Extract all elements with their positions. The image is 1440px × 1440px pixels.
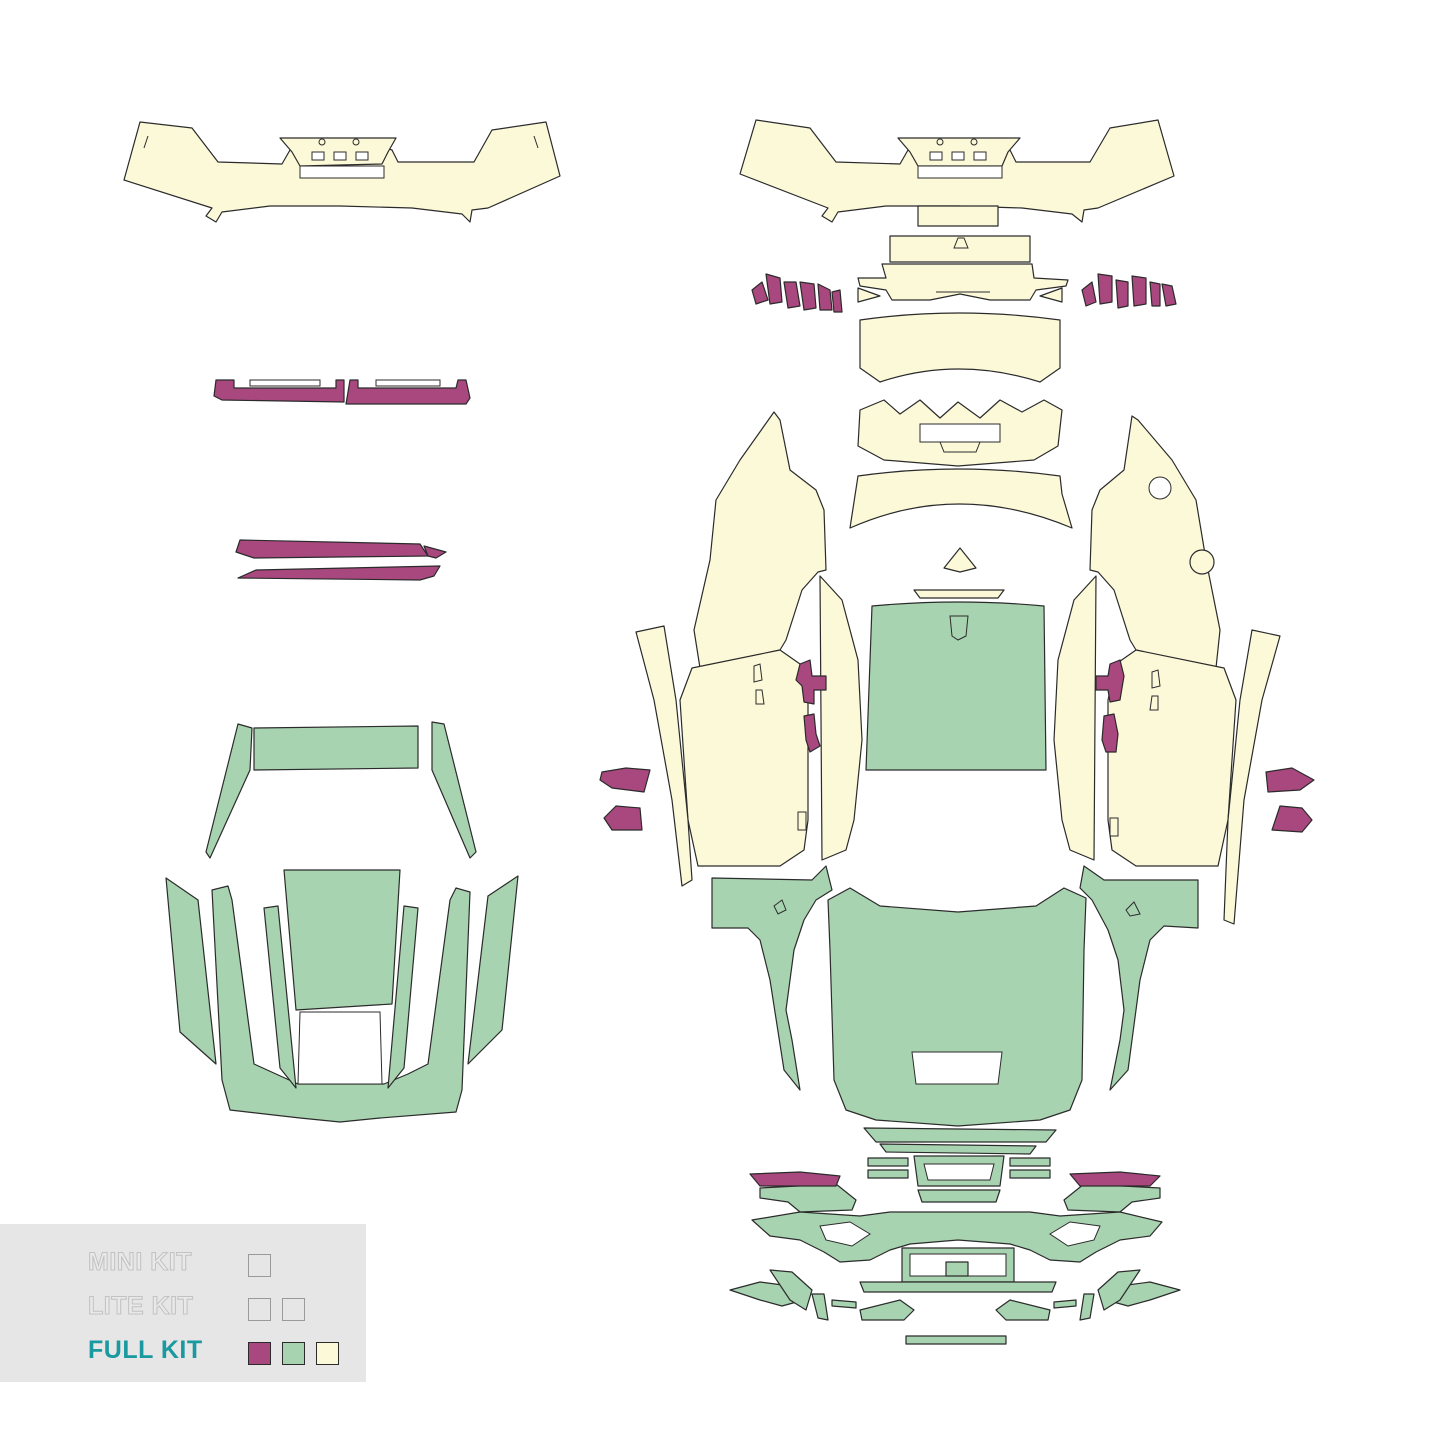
right-front-bumper-green	[729, 1127, 1181, 1345]
right-trunk-pieces	[849, 205, 1073, 599]
right-door-handles-magenta	[795, 659, 1125, 753]
right-lamp-covers-magenta	[599, 767, 1315, 833]
swatch-empty	[248, 1254, 271, 1277]
right-front-green	[711, 865, 1199, 1127]
legend-row-full-kit: FULL KIT	[0, 1332, 366, 1372]
left-rear-bumper-panel	[123, 121, 561, 223]
right-roof-green	[865, 601, 1047, 771]
right-rear-quarter-right	[1053, 415, 1281, 925]
swatch-green	[282, 1342, 305, 1365]
kit-label: LITE KIT	[87, 1292, 194, 1321]
legend-row-lite-kit: LITE KIT	[0, 1288, 366, 1328]
kit-label: FULL KIT	[88, 1336, 203, 1364]
legend-row-mini-kit: MINI KIT	[0, 1244, 366, 1284]
right-mirror-clips-magenta	[751, 273, 1177, 313]
swatch-magenta	[248, 1342, 271, 1365]
swatch-empty	[248, 1298, 271, 1321]
right-headlamp-strips-magenta	[749, 1171, 1161, 1187]
kit-legend: MINI KIT LITE KIT FULL KIT	[0, 1224, 366, 1382]
swatch-cream	[316, 1342, 339, 1365]
swatch-empty	[282, 1298, 305, 1321]
right-rear-bumper-panel	[739, 119, 1175, 223]
right-rear-quarter-left	[635, 411, 863, 887]
kit-label: MINI KIT	[88, 1248, 193, 1277]
left-sill-magenta	[235, 539, 447, 581]
left-hood-green	[165, 721, 519, 1123]
left-strip-magenta	[213, 379, 471, 405]
